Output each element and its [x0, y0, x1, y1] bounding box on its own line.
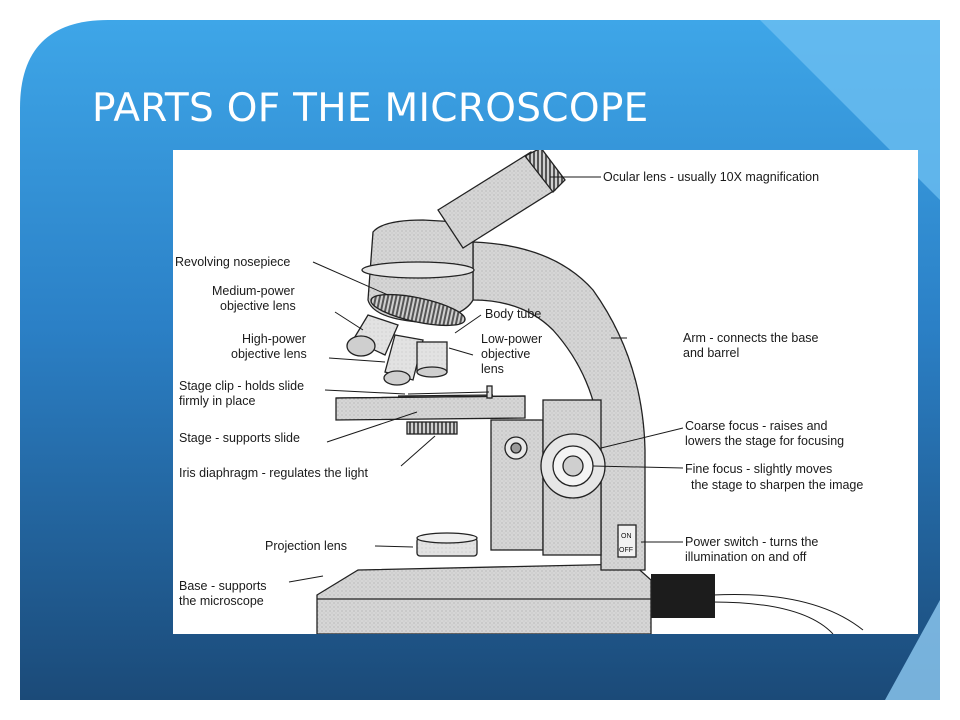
- stage: [335, 385, 526, 421]
- arm: [472, 241, 646, 571]
- label-power-switch-line2: illumination on and off: [685, 550, 807, 564]
- label-base-line1: Base - supports: [179, 579, 267, 593]
- objective-lenses: [346, 314, 448, 386]
- label-base-line2: the microscope: [179, 594, 264, 608]
- corner-accent-bottom: [885, 600, 940, 700]
- label-arm-line2: and barrel: [683, 346, 739, 360]
- label-body-tube: Body tube: [485, 307, 541, 321]
- leader-lines: [288, 176, 684, 583]
- label-coarse-focus-line2: lowers the stage for focusing: [685, 434, 844, 448]
- label-high-power-line1: High-power: [242, 332, 306, 346]
- label-coarse-focus-line1: Coarse focus - raises and: [685, 419, 827, 433]
- power-switch: ON OFF: [617, 524, 637, 558]
- high-power-objective: [384, 334, 424, 381]
- label-low-power-line2: objective: [481, 347, 530, 361]
- label-stage: Stage - supports slide: [179, 431, 300, 445]
- power-cord: [651, 574, 864, 634]
- label-projection-lens: Projection lens: [265, 539, 347, 553]
- label-arm-line1: Arm - connects the base: [683, 331, 819, 345]
- label-low-power-line1: Low-power: [481, 332, 542, 346]
- microscope-diagram: ON OFF: [175, 150, 864, 634]
- diagram-labels: Ocular lens - usually 10X magnification …: [175, 170, 863, 608]
- label-stage-clip-line2: firmly in place: [179, 394, 255, 408]
- microscope-illustration: ON OFF: [316, 150, 864, 634]
- label-fine-focus-line1: Fine focus - slightly moves: [685, 462, 832, 476]
- projection-lens: [416, 532, 478, 557]
- microscope-figure: ON OFF: [173, 150, 918, 634]
- label-iris-diaphragm: Iris diaphragm - regulates the light: [179, 466, 369, 480]
- revolving-nosepiece: [370, 293, 466, 327]
- label-low-power-line3: lens: [481, 362, 504, 376]
- switch-off-label: OFF: [619, 547, 633, 554]
- label-power-switch-line1: Power switch - turns the: [685, 535, 818, 549]
- power-cord-plug: [651, 574, 715, 618]
- ocular-tube: [437, 150, 566, 249]
- switch-on-label: ON: [621, 533, 632, 540]
- base: [316, 563, 652, 634]
- label-fine-focus-line2: the stage to sharpen the image: [691, 478, 863, 492]
- focus-knobs: [540, 433, 606, 499]
- label-stage-clip-line1: Stage clip - holds slide: [179, 379, 304, 393]
- label-ocular-lens: Ocular lens - usually 10X magnification: [603, 170, 819, 184]
- label-high-power-line2: objective lens: [231, 347, 307, 361]
- pillar: [490, 419, 544, 551]
- slide-title: PARTS OF THE MICROSCOPE: [92, 86, 649, 131]
- label-medium-power-line1: Medium-power: [212, 284, 295, 298]
- label-revolving-nosepiece: Revolving nosepiece: [175, 255, 290, 269]
- label-medium-power-line2: objective lens: [220, 299, 296, 313]
- iris-diaphragm: [406, 421, 458, 435]
- ocular-lens: [524, 150, 566, 193]
